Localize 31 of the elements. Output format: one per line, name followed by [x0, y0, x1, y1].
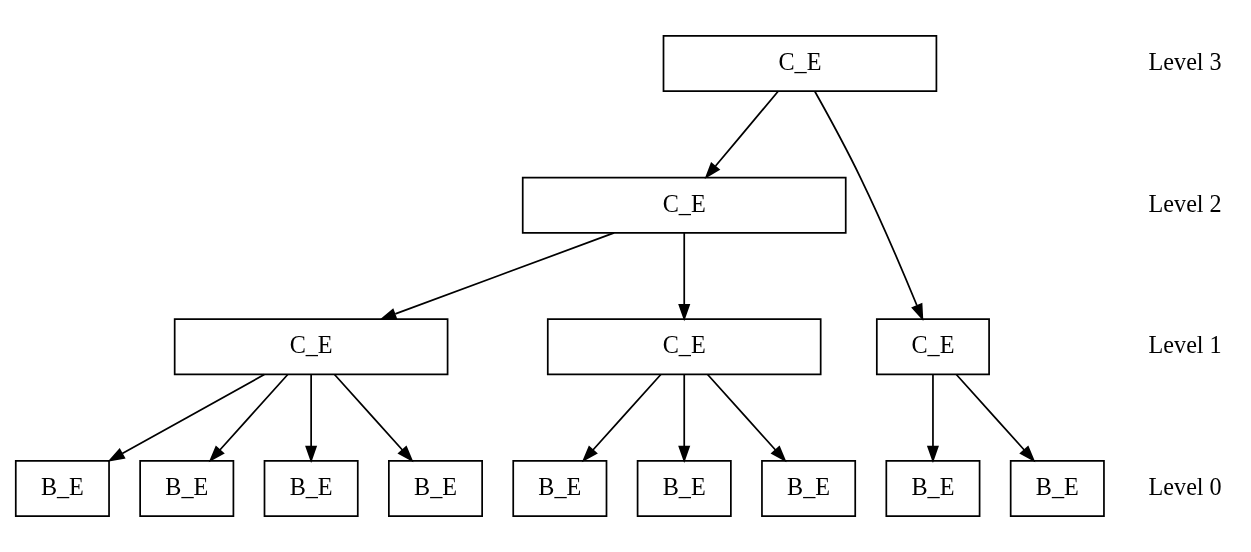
arrow: [706, 373, 787, 463]
node-box: C_E: [546, 318, 822, 376]
arrow: [208, 373, 289, 463]
node-box: B_E: [388, 459, 483, 517]
arrow: [926, 373, 939, 463]
arrow: [305, 373, 318, 463]
arrow: [678, 373, 691, 463]
node-box: B_E: [14, 459, 110, 517]
node-box: C_E: [521, 176, 847, 234]
node-box: C_E: [875, 318, 990, 376]
arrow: [955, 373, 1036, 463]
arrow: [333, 373, 414, 463]
label: Level 2: [1148, 189, 1222, 217]
arrow: [678, 232, 691, 322]
node-box: B_E: [139, 459, 235, 517]
node-box: C_E: [662, 35, 938, 93]
label: Level 3: [1148, 47, 1222, 75]
arrow: [107, 373, 266, 462]
node-box: B_E: [1009, 459, 1105, 517]
label: Level 1: [1148, 331, 1222, 359]
node-box: B_E: [512, 459, 608, 517]
arrow: [813, 90, 924, 322]
label: Level 0: [1148, 472, 1222, 500]
node-box: B_E: [636, 459, 732, 517]
node-box: B_E: [885, 459, 981, 517]
node-box: B_E: [761, 459, 857, 517]
arrow: [581, 373, 662, 463]
node-box: B_E: [263, 459, 359, 517]
node-box: C_E: [173, 318, 449, 376]
arrow: [704, 90, 780, 180]
arrow: [379, 232, 615, 320]
